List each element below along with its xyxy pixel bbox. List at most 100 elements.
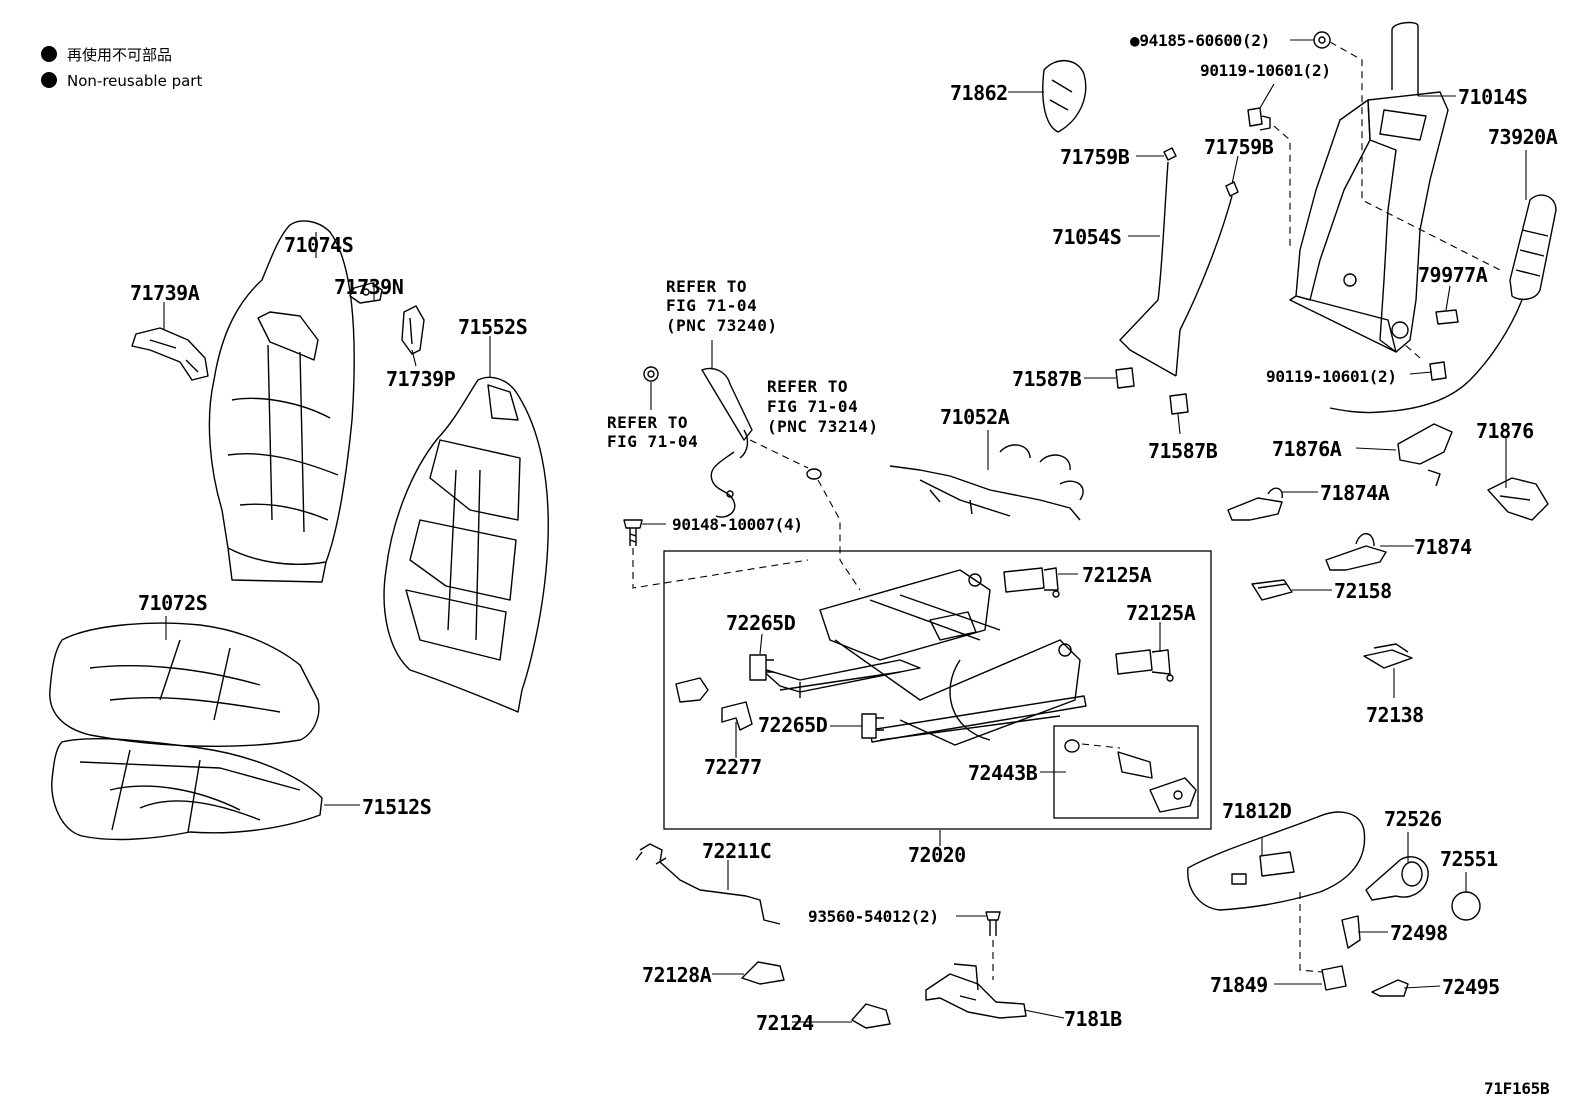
bracket-72265D-lower	[861, 713, 884, 739]
figure-id: 71F165B	[1484, 1079, 1550, 1098]
bracket-72265D-upper	[749, 654, 774, 681]
bolt-90119-lower	[1403, 343, 1447, 381]
part-label-71014S: 71014S	[1458, 85, 1527, 109]
refer-c-line2: FIG 71-04	[767, 397, 858, 416]
motor-72125A-lower	[1115, 649, 1174, 682]
part-label-71587B-a: 71587B	[1012, 367, 1082, 391]
part-label-71812D: 71812D	[1222, 799, 1292, 823]
part-label-79977A: 79977A	[1418, 263, 1488, 287]
part-label-71587B-b: 71587B	[1148, 439, 1218, 463]
part-label-71512S: 71512S	[362, 795, 431, 819]
connector-71587B-a	[1115, 367, 1135, 389]
part-label-72158: 72158	[1334, 579, 1392, 603]
non-reusable-bullet-icon	[41, 72, 57, 88]
cover-72138	[1363, 643, 1413, 669]
part-label-71874: 71874	[1414, 535, 1472, 559]
part-label-94185: ●94185-60600(2)	[1130, 31, 1270, 50]
part-label-71759B-b: 71759B	[1204, 135, 1274, 159]
bolt-90148	[623, 519, 809, 589]
legend-line-ja: 再使用不可部品	[67, 46, 172, 64]
leader-lines	[163, 39, 1527, 1023]
part-label-72125A-lower: 72125A	[1126, 601, 1196, 625]
non-reusable-bullet-icon	[41, 46, 57, 62]
harness-71052A	[889, 444, 1084, 521]
part-label-72020: 72020	[908, 843, 966, 867]
part-label-90119-upper: 90119-10601(2)	[1200, 61, 1331, 80]
part-label-71552S: 71552S	[458, 315, 527, 339]
shield-71812D	[1187, 811, 1366, 973]
part-label-71072S: 71072S	[138, 591, 207, 615]
cushion-pad-71512S	[51, 737, 323, 841]
refer-a-line3: (PNC 73240)	[666, 316, 777, 335]
bolt-93560	[985, 911, 1001, 980]
part-label-71074S: 71074S	[284, 233, 353, 257]
cover-71876A	[1397, 423, 1453, 487]
part-labels: 71862 ●94185-60600(2) 90119-10601(2) 710…	[130, 31, 1558, 1035]
refer-b-line2: FIG 71-04	[607, 432, 698, 451]
cover-72158	[1251, 579, 1293, 601]
seatback-pad-71552S	[383, 376, 549, 713]
refer-a-line1: REFER TO	[666, 277, 747, 296]
part-label-72265D-upper: 72265D	[726, 611, 796, 635]
cover-72124	[851, 1003, 891, 1029]
cable-71054S	[1119, 161, 1233, 377]
legend-line-en: Non-reusable part	[67, 72, 202, 90]
part-label-72498: 72498	[1390, 921, 1448, 945]
part-label-73920A: 73920A	[1488, 125, 1558, 149]
part-label-72138: 72138	[1366, 703, 1424, 727]
bracket-71874	[1325, 533, 1387, 571]
washer-ref	[806, 468, 861, 591]
part-label-71739A: 71739A	[130, 281, 200, 305]
part-label-7181B: 7181B	[1064, 1007, 1122, 1031]
knob-72498	[1341, 915, 1361, 949]
adjuster-assembly-box	[663, 550, 1212, 830]
refer-c-line3: (PNC 73214)	[767, 417, 878, 436]
headrest-support-71862	[1042, 60, 1087, 133]
part-label-72277: 72277	[704, 755, 762, 779]
label-79977A	[1435, 309, 1459, 325]
cable-72443B	[1064, 739, 1197, 813]
part-label-72124: 72124	[756, 1011, 814, 1035]
rod-72211C	[635, 843, 781, 925]
bolt-ref	[643, 366, 659, 382]
cover-71849	[1321, 965, 1347, 991]
part-label-93560: 93560-54012(2)	[808, 907, 939, 926]
part-label-71849: 71849	[1210, 973, 1268, 997]
part-label-71876A: 71876A	[1272, 437, 1342, 461]
part-label-71874A: 71874A	[1320, 481, 1390, 505]
part-label-71739P: 71739P	[386, 367, 456, 391]
part-label-71876: 71876	[1476, 419, 1534, 443]
clip-left	[675, 677, 709, 703]
refer-b-line1: REFER TO	[607, 413, 688, 432]
part-label-71052A: 71052A	[940, 405, 1010, 429]
part-label-72128A: 72128A	[642, 963, 712, 987]
seatback-frame-71014S	[1289, 21, 1449, 353]
part-label-90119-lower: 90119-10601(2)	[1266, 367, 1397, 386]
part-label-90148: 90148-10007(4)	[672, 515, 803, 534]
belt-buckle-assembly	[701, 367, 753, 518]
knob-72551	[1451, 891, 1481, 921]
legend: 再使用不可部品 Non-reusable part	[41, 46, 202, 90]
motor-72125A-upper	[1003, 567, 1060, 598]
bracket-7181B	[925, 963, 1027, 1019]
part-label-72125A-upper: 72125A	[1082, 563, 1152, 587]
bracket-71874A	[1227, 487, 1283, 521]
cover-72128A	[741, 961, 785, 985]
part-label-71759B-a: 71759B	[1060, 145, 1130, 169]
cushion-cover-71072S	[49, 622, 320, 748]
refer-note-c: REFER TO FIG 71-04 (PNC 73214)	[767, 377, 878, 436]
part-label-71862: 71862	[950, 81, 1008, 105]
part-label-72526: 72526	[1384, 807, 1442, 831]
refer-note-b: REFER TO FIG 71-04	[607, 413, 698, 451]
bracket-71739A	[131, 327, 209, 381]
refer-note-a: REFER TO FIG 71-04 (PNC 73240)	[666, 277, 777, 335]
bracket-71739P	[401, 305, 425, 355]
part-label-72551: 72551	[1440, 847, 1498, 871]
grommet-71759B-a	[1163, 147, 1177, 161]
seatback-cover-71074S	[208, 220, 355, 583]
part-label-72265D-lower: 72265D	[758, 713, 828, 737]
knob-72526	[1365, 856, 1429, 901]
part-label-72495: 72495	[1442, 975, 1500, 999]
